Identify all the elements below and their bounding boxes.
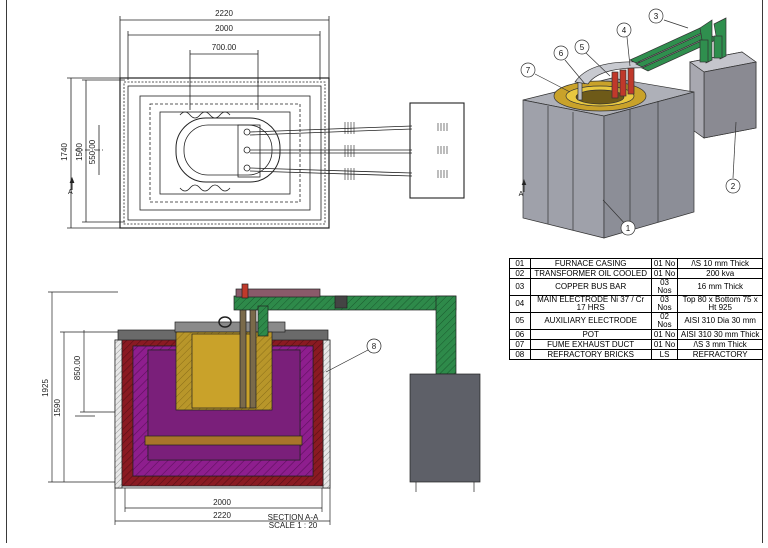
bom-spec: 16 mm Thick xyxy=(677,278,763,296)
table-row: 07 FUME EXHAUST DUCT 01 No /\S 3 mm Thic… xyxy=(509,339,763,350)
balloon-2: 2 xyxy=(731,182,736,191)
dim-850: 850.00 xyxy=(73,355,82,380)
bom-qty: 01 No xyxy=(650,268,679,279)
bom-desc: TRANSFORMER OIL COOLED xyxy=(529,268,652,279)
dim-1740: 1740 xyxy=(60,143,69,161)
bom-spec: /\S 3 mm Thick xyxy=(677,339,763,350)
section-labels: 1925 1590 850.00 2000 2220 SECTION A-A S… xyxy=(41,342,377,530)
table-row: 06 POT 01 No AISI 310 30 mm Thick xyxy=(509,329,763,340)
bom-qty: 03 Nos xyxy=(650,295,679,313)
bom-qty: 01 No xyxy=(650,329,679,340)
balloon-8: 8 xyxy=(372,342,377,351)
bom-desc: POT xyxy=(529,329,652,340)
table-row: 05 AUXILIARY ELECTRODE 02 Nos AISI 310 D… xyxy=(509,312,763,330)
section-scale: SCALE 1 : 20 xyxy=(269,521,318,530)
bom-no: 08 xyxy=(509,349,531,360)
sheet-border-right xyxy=(762,0,763,543)
plan-dimension-labels: 2220 2000 700.00 1740 1500 550.00 A xyxy=(60,9,237,196)
bom-desc: COPPER BUS BAR xyxy=(529,278,652,296)
bom-desc: REFRACTORY BRICKS xyxy=(529,349,652,360)
bom-spec: Top 80 x Bottom 75 x Ht 925 xyxy=(677,295,763,313)
section-mark-plan: A xyxy=(68,189,73,196)
dim-700-top: 700.00 xyxy=(212,43,237,52)
balloon-6: 6 xyxy=(559,49,564,58)
dim-2220-bottom: 2220 xyxy=(213,511,231,520)
bom-spec: AISI 310 30 mm Thick xyxy=(677,329,763,340)
bom-no: 06 xyxy=(509,329,531,340)
plan-view xyxy=(67,16,465,229)
dim-2000-top: 2000 xyxy=(215,24,233,33)
bom-no: 01 xyxy=(509,258,531,269)
table-row: 04 MAIN ELECTRODE Ni 37 / Cr 17 HRS 03 N… xyxy=(509,295,763,313)
dim-1925: 1925 xyxy=(41,379,50,397)
bom-no: 05 xyxy=(509,312,531,330)
bom-spec: 200 kva xyxy=(677,268,763,279)
table-row: 01 FURNACE CASING 01 No /\S 10 mm Thick xyxy=(509,258,763,269)
bom-spec: REFRACTORY xyxy=(677,349,763,360)
bom-no: 07 xyxy=(509,339,531,350)
balloon-3: 3 xyxy=(654,12,659,21)
bom-no: 04 xyxy=(509,295,531,313)
bom-qty: 01 No xyxy=(650,258,679,269)
balloon-5: 5 xyxy=(580,43,585,52)
sheet-border-left xyxy=(6,0,7,543)
bom-qty: LS xyxy=(650,349,679,360)
bom-spec: AISI 310 Dia 30 mm xyxy=(677,312,763,330)
bom-no: 03 xyxy=(509,278,531,296)
dim-2220-top: 2220 xyxy=(215,9,233,18)
bom-desc: AUXILIARY ELECTRODE xyxy=(529,312,652,330)
bill-of-materials: 01 FURNACE CASING 01 No /\S 10 mm Thick … xyxy=(509,258,763,360)
dim-1500: 1500 xyxy=(75,143,84,161)
table-row: 03 COPPER BUS BAR 03 Nos 16 mm Thick xyxy=(509,278,763,296)
section-view xyxy=(48,283,481,525)
section-mark-iso: A xyxy=(519,191,524,198)
balloon-7: 7 xyxy=(526,66,531,75)
iso-view xyxy=(520,8,757,239)
dim-1590: 1590 xyxy=(53,399,62,417)
bom-qty: 02 Nos xyxy=(650,312,679,330)
bom-no: 02 xyxy=(509,268,531,279)
bom-qty: 03 Nos xyxy=(650,278,679,296)
bom-spec: /\S 10 mm Thick xyxy=(677,258,763,269)
bom-desc: FUME EXHAUST DUCT xyxy=(529,339,652,350)
table-row: 02 TRANSFORMER OIL COOLED 01 No 200 kva xyxy=(509,268,763,279)
bom-desc: FURNACE CASING xyxy=(529,258,652,269)
table-row: 08 REFRACTORY BRICKS LS REFRACTORY xyxy=(509,349,763,360)
section-title: SECTION A-A xyxy=(268,513,319,522)
dim-2000-bottom: 2000 xyxy=(213,498,231,507)
balloon-4: 4 xyxy=(622,26,627,35)
iso-balloon-labels: 1 2 3 4 5 6 7 A xyxy=(519,12,736,233)
balloon-1: 1 xyxy=(626,224,631,233)
bom-qty: 01 No xyxy=(650,339,679,350)
bom-desc: MAIN ELECTRODE Ni 37 / Cr 17 HRS xyxy=(529,295,652,313)
dim-550: 550.00 xyxy=(88,139,97,164)
